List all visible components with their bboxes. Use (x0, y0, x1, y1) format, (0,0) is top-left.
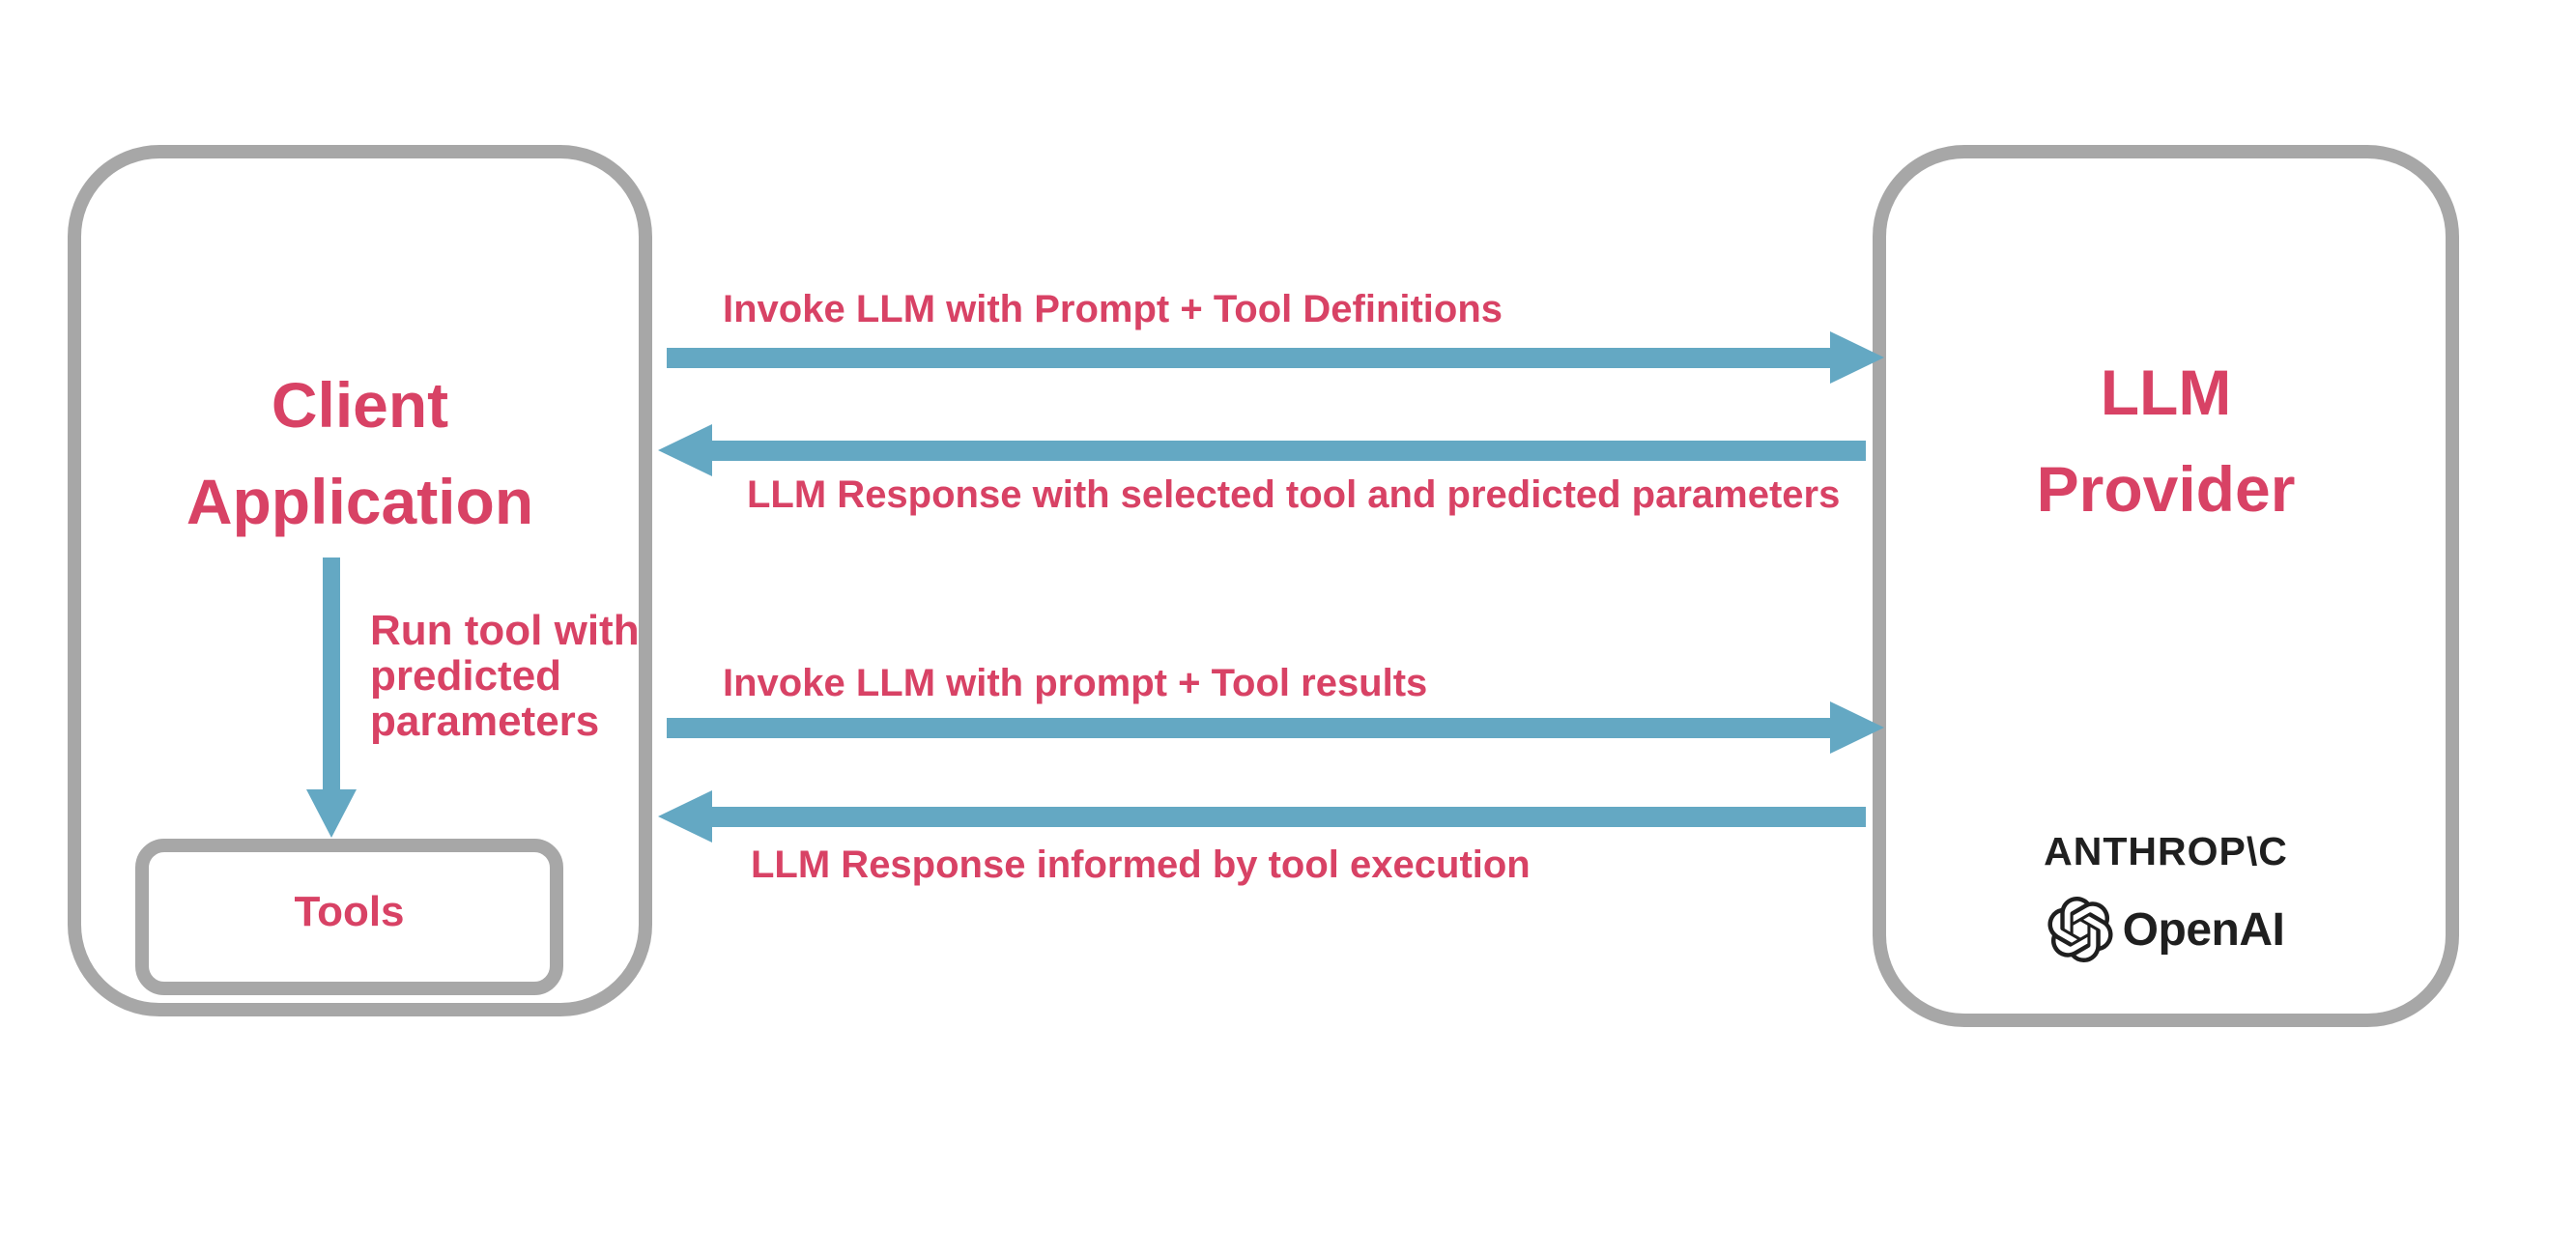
llm-provider-title: LLM Provider (1873, 344, 2459, 537)
client-title-line2: Application (186, 466, 534, 537)
arrow-invoke-results-shaft (667, 718, 1836, 738)
tools-box: Tools (135, 839, 563, 995)
client-application-box (68, 145, 652, 1016)
openai-wordmark: OpenAI (2122, 903, 2285, 956)
arrow-response-informed-shaft (712, 807, 1866, 827)
tools-label: Tools (294, 888, 405, 935)
run-tool-label-line1: Run tool with (370, 607, 640, 654)
openai-logo: OpenAI (1873, 897, 2459, 962)
provider-title-line2: Provider (2036, 453, 2296, 525)
client-application-title: Client Application (68, 357, 652, 550)
run-tool-label: Run tool with predicted parameters (370, 608, 640, 744)
arrow-response-selected-head (658, 424, 712, 476)
arrow-invoke-definitions-head (1830, 331, 1884, 384)
arrow-response-selected-shaft (712, 441, 1866, 461)
run-tool-arrow-shaft (323, 558, 340, 791)
llm-provider-box (1873, 145, 2459, 1027)
arrow-response-informed-head (658, 790, 712, 843)
arrow-invoke-definitions-shaft (667, 348, 1836, 368)
arrow-invoke-results-head (1830, 701, 1884, 754)
client-title-line1: Client (271, 369, 449, 441)
openai-knot-icon (2047, 897, 2113, 962)
provider-title-line1: LLM (2100, 357, 2232, 428)
anthropic-wordmark: ANTHROP\C (2044, 829, 2288, 873)
run-tool-label-line3: parameters (370, 698, 600, 745)
arrow-label-response-selected: LLM Response with selected tool and pred… (747, 473, 1841, 516)
arrow-label-invoke-definitions: Invoke LLM with Prompt + Tool Definition… (723, 288, 1503, 330)
run-tool-label-line2: predicted (370, 652, 562, 700)
arrow-label-response-informed: LLM Response informed by tool execution (751, 843, 1531, 886)
arrow-label-invoke-results: Invoke LLM with prompt + Tool results (723, 662, 1428, 704)
run-tool-arrow-head (306, 789, 357, 838)
